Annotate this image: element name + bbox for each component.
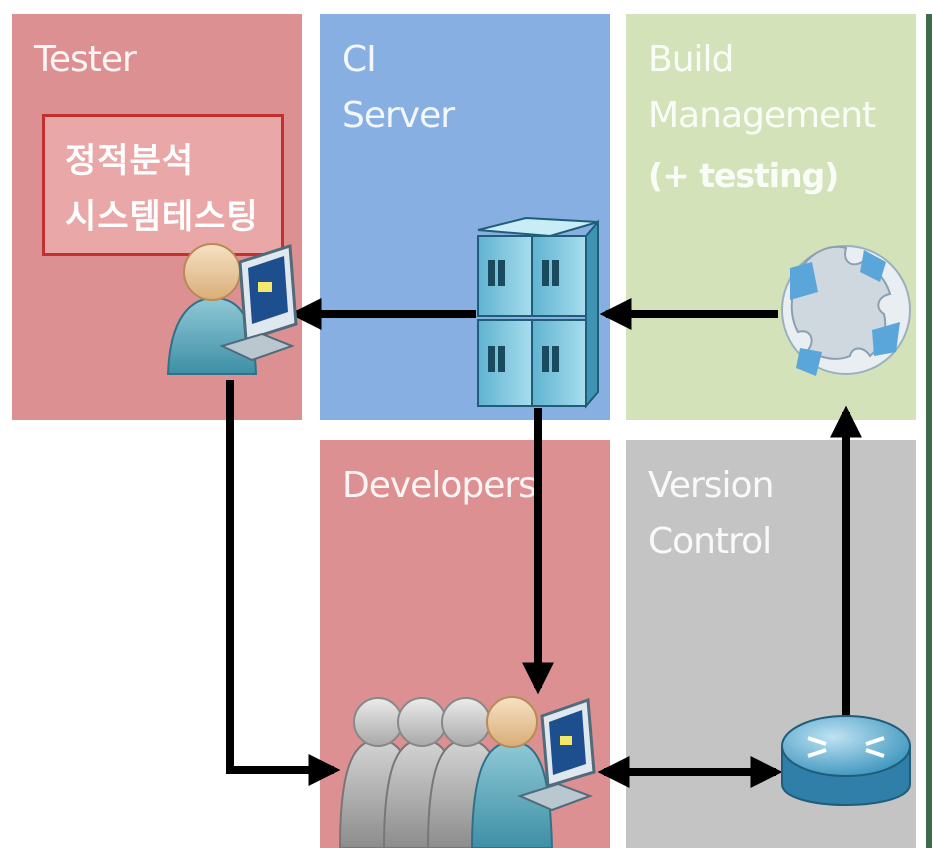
developer-group-icon <box>338 696 596 848</box>
note-line-2: 시스템테스팅 <box>65 197 259 237</box>
build-management-subtitle: (+ testing) <box>648 156 839 195</box>
tester-at-laptop-icon <box>166 243 298 375</box>
tester-title: Tester <box>34 39 137 80</box>
puzzle-globe-icon <box>781 245 911 376</box>
developers-title: Developers <box>342 465 537 506</box>
ci-server-title: CI Server <box>342 39 455 136</box>
arrow-tester-to-developers <box>226 380 341 786</box>
tester-panel: Tester 정적분석 시스템테스팅 <box>12 14 302 420</box>
arrows <box>226 298 862 788</box>
note-line-1: 정적분석 <box>65 141 195 181</box>
version-control-title: Version Control <box>648 465 774 562</box>
right-edge-strip <box>926 14 932 848</box>
router-icon <box>781 715 911 806</box>
static-analysis-note: 정적분석 시스템테스팅 <box>42 114 284 256</box>
server-rack-icon <box>477 216 599 409</box>
build-management-title: Build Management (+ testing) <box>648 32 876 204</box>
